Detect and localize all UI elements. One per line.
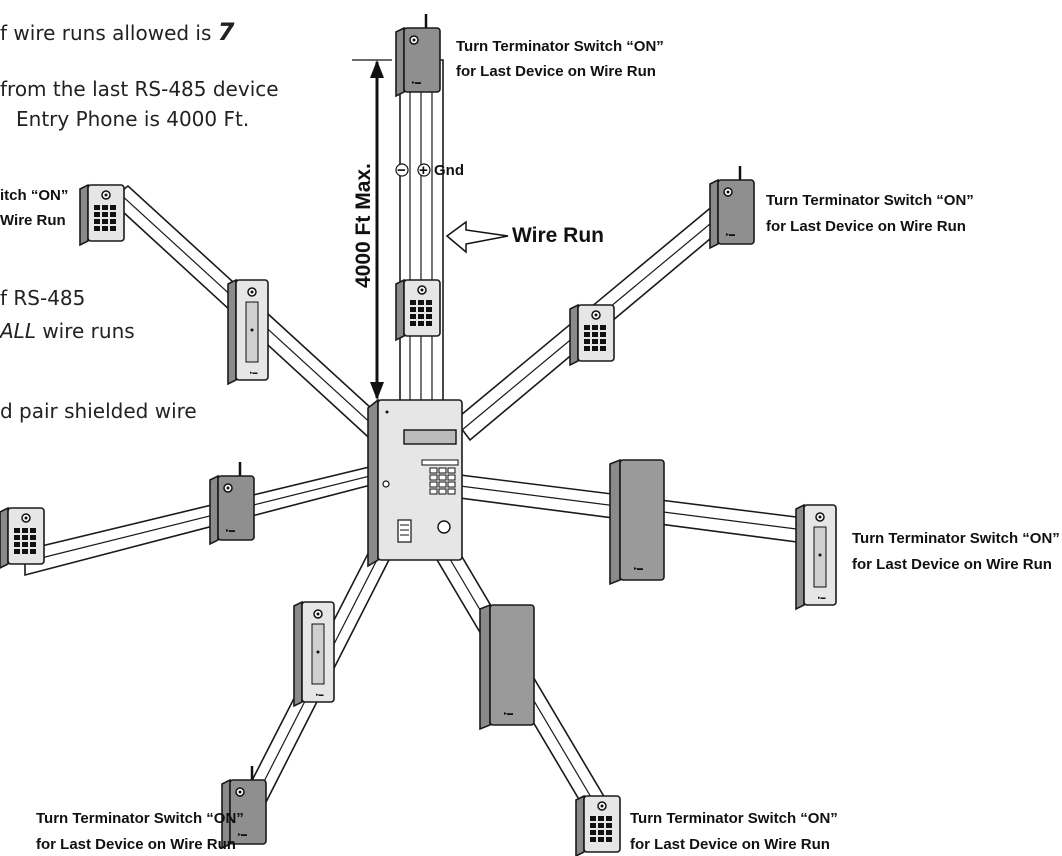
terminator-device-west — [208, 460, 256, 546]
keypad-device-northwest — [79, 184, 125, 246]
svg-text:for Last Device on Wire Run: for Last Device on Wire Run — [456, 63, 656, 80]
distance-indicator: 4000 Ft Max. — [352, 59, 392, 400]
max-distance-label: 4000 Ft Max. — [352, 163, 375, 288]
svg-text:itch “ON”: itch “ON” — [0, 187, 68, 204]
svg-text:Wire Run: Wire Run — [0, 212, 66, 229]
note-distance-1: from the last RS-485 device — [0, 77, 279, 101]
note-rs485-2: ALL wire runs — [0, 319, 135, 343]
svg-text:Turn Terminator Switch “ON”: Turn Terminator Switch “ON” — [630, 810, 838, 827]
minus-marker: − — [397, 162, 406, 179]
terminator-label-east: Turn Terminator Switch “ON” for Last Dev… — [852, 530, 1060, 573]
box-device-southeast — [479, 604, 535, 730]
terminator-label-northwest-partial: itch “ON” Wire Run — [0, 187, 68, 229]
note-wire-type: d pair shielded wire — [0, 399, 197, 423]
note-rs485-1: f RS-485 — [0, 286, 85, 310]
svg-text:for Last Device on Wire Run: for Last Device on Wire Run — [852, 556, 1052, 573]
keypad-device-west — [0, 507, 45, 569]
terminator-label-north: Turn Terminator Switch “ON” for Last Dev… — [456, 38, 664, 80]
notes: f wire runs allowed is 7 from the last R… — [0, 18, 279, 423]
polarity-markers: − + Gnd — [395, 162, 464, 179]
plus-marker: + — [419, 162, 428, 179]
reader-device-east — [795, 504, 837, 610]
keypad-device-southeast — [575, 795, 621, 856]
svg-text:for Last Device on Wire Run: for Last Device on Wire Run — [36, 836, 236, 853]
terminator-device-north — [394, 12, 442, 98]
devices — [0, 12, 837, 856]
entry-phone-panel — [367, 398, 463, 568]
wire-run-label: Wire Run — [512, 224, 604, 247]
svg-text:Turn Terminator Switch “ON”: Turn Terminator Switch “ON” — [36, 810, 244, 827]
keypad-device-north — [395, 279, 441, 341]
terminator-label-southwest: Turn Terminator Switch “ON” for Last Dev… — [36, 810, 244, 853]
svg-text:Turn Terminator Switch “ON”: Turn Terminator Switch “ON” — [456, 38, 664, 55]
keypad-device-northeast — [569, 304, 615, 366]
wire-run-callout: Wire Run — [445, 220, 604, 254]
reader-device-southwest — [293, 601, 335, 707]
terminator-device-northeast — [708, 164, 756, 250]
note-distance-2: Entry Phone is 4000 Ft. — [16, 107, 249, 131]
terminator-label-southeast: Turn Terminator Switch “ON” for Last Dev… — [630, 810, 838, 853]
terminator-label-northeast: Turn Terminator Switch “ON” for Last Dev… — [766, 192, 974, 235]
svg-text:for Last Device on Wire Run: for Last Device on Wire Run — [630, 836, 830, 853]
reader-device-northwest — [227, 279, 269, 385]
note-wire-runs: f wire runs allowed is 7 — [0, 18, 235, 46]
gnd-marker: Gnd — [434, 162, 464, 179]
svg-text:for Last Device on Wire Run: for Last Device on Wire Run — [766, 218, 966, 235]
rail-west — [24, 460, 391, 577]
svg-text:Turn Terminator Switch “ON”: Turn Terminator Switch “ON” — [766, 192, 974, 209]
box-device-east — [609, 459, 665, 585]
svg-text:Turn Terminator Switch “ON”: Turn Terminator Switch “ON” — [852, 530, 1060, 547]
